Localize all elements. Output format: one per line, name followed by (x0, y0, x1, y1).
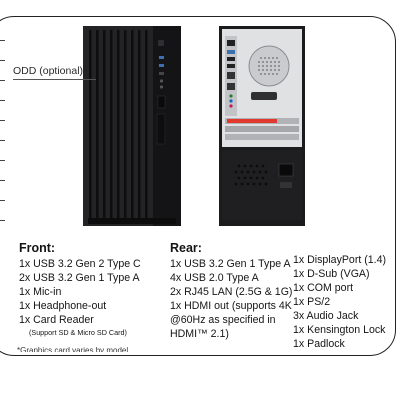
front-item: 1x Mic-in (19, 286, 62, 298)
odd-label: ODD (optional) (13, 65, 84, 77)
rear-item: 1x PS/2 (293, 296, 331, 308)
rear-item: 4x USB 2.0 Type A (170, 272, 259, 284)
rear-ports-list-continued: 1x DisplayPort (1.4) 1x D-Sub (VGA) 1x C… (293, 253, 386, 351)
tower-rear-image (219, 26, 305, 226)
rear-item: HDMI™ 2.1) (170, 328, 229, 340)
front-item: 1x Card Reader (19, 314, 94, 326)
front-item: 1x Headphone-out (19, 300, 107, 312)
odd-pointer-line (13, 79, 96, 80)
front-ports-list: Front: 1x USB 3.2 Gen 2 Type C 2x USB 3.… (19, 240, 141, 338)
rear-item: 1x USB 3.2 Gen 1 Type A (170, 258, 291, 270)
left-edge-ticks (0, 40, 6, 222)
front-item: 1x USB 3.2 Gen 2 Type C (19, 258, 141, 270)
rear-item: 1x COM port (293, 282, 354, 294)
footnote: *Graphics card varies by model (17, 346, 129, 352)
spec-card (0, 16, 396, 356)
rear-item: 1x Padlock (293, 338, 345, 350)
rear-item: 3x Audio Jack (293, 310, 359, 322)
card-reader-note: (Support SD & Micro SD Card) (29, 328, 127, 337)
rear-item: 1x Kensington Lock (293, 324, 386, 336)
front-heading: Front: (19, 241, 56, 255)
rear-item: 2x RJ45 LAN (2.5G & 1G) (170, 286, 293, 298)
rear-heading: Rear: (170, 241, 202, 255)
rear-item: 1x DisplayPort (1.4) (293, 254, 387, 266)
rear-ports-list: Rear: 1x USB 3.2 Gen 1 Type A 4x USB 2.0… (170, 240, 292, 341)
rear-item: @60Hz as specified in (170, 314, 276, 326)
rear-item: 1x HDMI out (supports 4K (170, 300, 292, 312)
tower-front-image (83, 26, 181, 226)
rear-item: 1x D-Sub (VGA) (293, 268, 370, 280)
front-item: 2x USB 3.2 Gen 1 Type A (19, 272, 140, 284)
